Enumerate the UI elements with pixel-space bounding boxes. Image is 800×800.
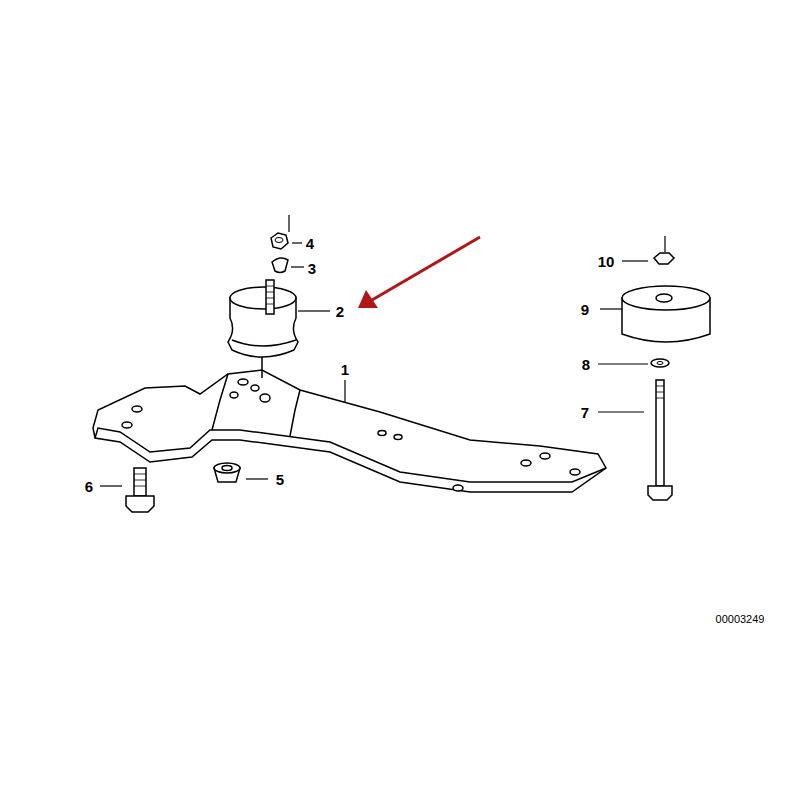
callout-number: 5 bbox=[276, 472, 284, 487]
leader-line bbox=[598, 411, 644, 412]
washer bbox=[651, 359, 669, 367]
nut-hole bbox=[275, 238, 283, 243]
weld-nut bbox=[214, 463, 240, 482]
rubber-mount bbox=[228, 280, 298, 378]
leader-line bbox=[600, 308, 622, 309]
leader-line bbox=[246, 478, 268, 479]
leader-line bbox=[298, 310, 330, 311]
callout-number: 6 bbox=[85, 479, 93, 494]
crossmember bbox=[93, 370, 606, 492]
nut bbox=[654, 253, 674, 264]
callout-number: 1 bbox=[341, 362, 349, 377]
leader-line bbox=[100, 485, 122, 486]
callout-number: 4 bbox=[306, 236, 314, 251]
leader-line bbox=[291, 266, 304, 267]
callout-number: 10 bbox=[598, 254, 615, 269]
leader-line bbox=[622, 260, 648, 261]
callout-number: 8 bbox=[582, 357, 590, 372]
axis-line bbox=[288, 215, 289, 232]
callout-number: 2 bbox=[336, 304, 344, 319]
rubber-buffer bbox=[622, 286, 710, 342]
long-bolt bbox=[648, 380, 672, 500]
washer-hole bbox=[657, 362, 663, 365]
bolt bbox=[126, 468, 154, 512]
drawing-number: 00003249 bbox=[716, 614, 765, 625]
nut bbox=[271, 233, 288, 249]
pointer-arrow bbox=[358, 237, 480, 308]
leader-line bbox=[598, 363, 648, 364]
axis-line bbox=[664, 236, 665, 252]
leader-line bbox=[292, 242, 302, 243]
callout-number: 9 bbox=[581, 302, 589, 317]
callout-number: 7 bbox=[581, 405, 589, 420]
washer bbox=[272, 258, 288, 273]
callout-number: 3 bbox=[308, 261, 316, 276]
